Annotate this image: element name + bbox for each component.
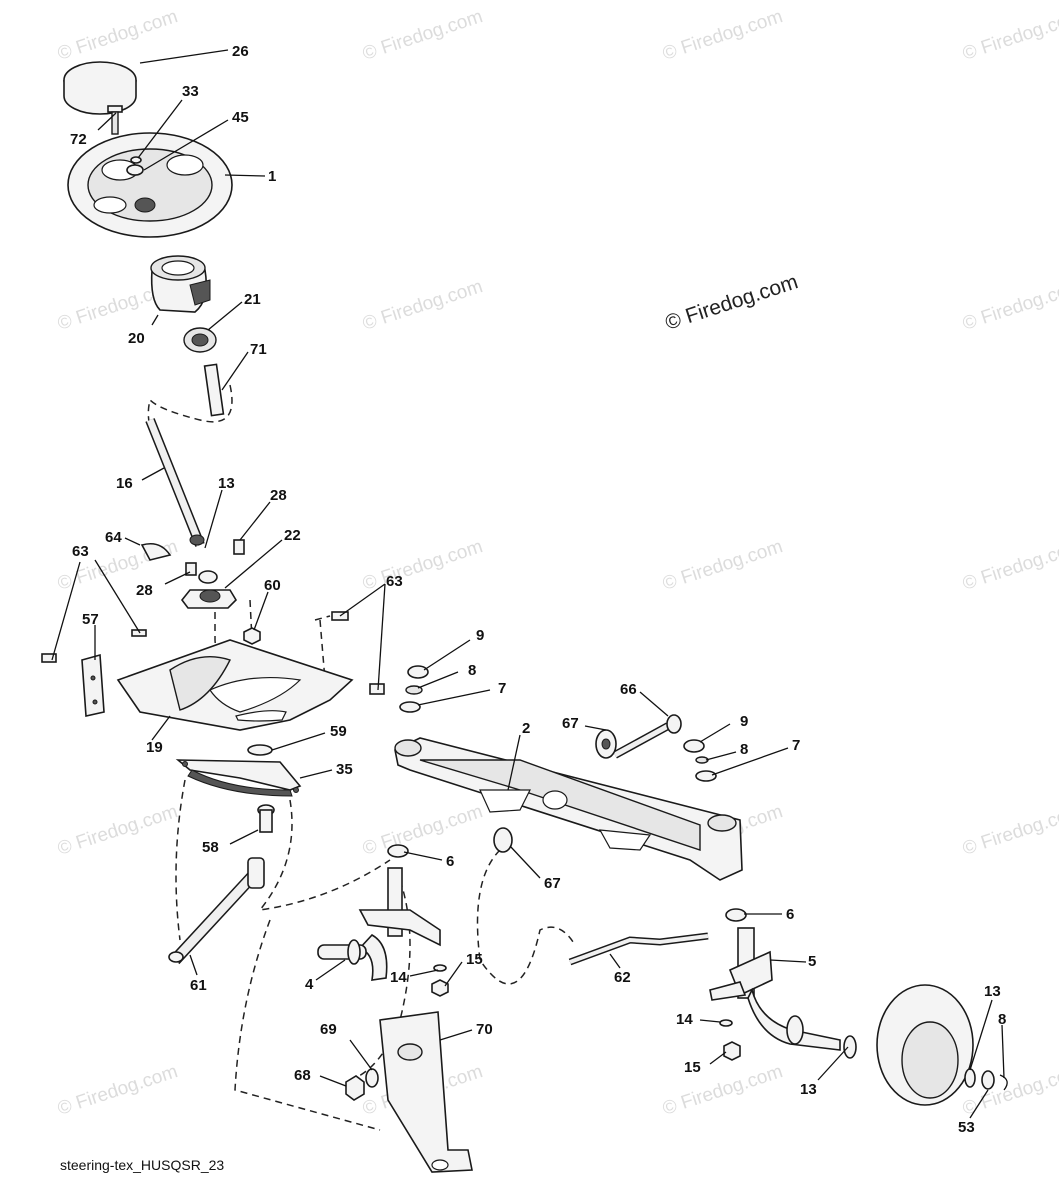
part-label: 21 <box>244 291 261 308</box>
part-label: 9 <box>740 713 748 730</box>
part-label: 62 <box>614 969 631 986</box>
diagram-caption: steering-tex_HUSQSR_23 <box>60 1157 224 1173</box>
part-label: 61 <box>190 977 207 994</box>
part-label: 28 <box>270 487 287 504</box>
left-spindle <box>317 867 441 981</box>
part-label: 8 <box>468 662 476 679</box>
watermark: © Firedog.com <box>660 1061 785 1120</box>
part-label: 28 <box>136 582 153 599</box>
part-label: 19 <box>146 739 163 756</box>
part-label: 35 <box>336 761 353 778</box>
hex-nut <box>243 627 261 645</box>
watermark: © Firedog.com <box>960 801 1059 860</box>
skid-plate <box>379 1011 473 1173</box>
part-label: 63 <box>386 573 403 590</box>
skid-bolt <box>345 1068 379 1101</box>
part-label: 69 <box>320 1021 337 1038</box>
part-label: 14 <box>676 1011 693 1028</box>
part-label: 59 <box>330 723 347 740</box>
steering-shaft <box>145 418 205 547</box>
steering-cap <box>63 61 137 115</box>
leader-lines <box>51 49 1005 1119</box>
part-label: 64 <box>105 529 122 546</box>
watermark-main: © Firedog.com <box>662 270 800 335</box>
wheel-nut <box>126 156 144 176</box>
part-label: 7 <box>792 737 800 754</box>
mounting-bracket <box>81 653 105 717</box>
part-label: 26 <box>232 43 249 60</box>
part-label: 8 <box>740 741 748 758</box>
watermark: © Firedog.com <box>960 276 1059 335</box>
part-label: 67 <box>562 715 579 732</box>
sector-gear <box>175 759 302 797</box>
watermark: © Firedog.com <box>960 6 1059 65</box>
part-label: 66 <box>620 681 637 698</box>
part-label: 6 <box>446 853 454 870</box>
bearing-flange <box>180 570 238 609</box>
watermark: © Firedog.com <box>360 801 485 860</box>
spring-clip <box>140 542 172 561</box>
cap-bolt <box>107 105 123 135</box>
assembly-dashed-lines <box>147 384 576 1131</box>
steering-column-housing <box>150 255 211 313</box>
pivot-spacer <box>493 729 617 853</box>
watermark: © Firedog.com <box>360 6 485 65</box>
part-label: 58 <box>202 839 219 856</box>
part-label: 5 <box>808 953 816 970</box>
part-label: 1 <box>268 168 276 185</box>
watermark: © Firedog.com <box>55 1061 180 1120</box>
flat-washer <box>247 744 273 756</box>
part-label: 6 <box>786 906 794 923</box>
part-label: 53 <box>958 1119 975 1136</box>
tie-rod <box>568 932 709 966</box>
part-label: 13 <box>800 1081 817 1098</box>
pinion-gear <box>183 327 217 353</box>
part-label: 63 <box>72 543 89 560</box>
part-label: 16 <box>116 475 133 492</box>
part-label: 9 <box>476 627 484 644</box>
part-label: 13 <box>984 983 1001 1000</box>
shoulder-bolt <box>257 804 275 833</box>
front-axle <box>394 737 743 881</box>
spindle-fasteners <box>431 964 741 1061</box>
part-label: 33 <box>182 83 199 100</box>
steering-support-plate <box>116 639 354 731</box>
part-label: 60 <box>264 577 281 594</box>
part-label: 8 <box>998 1011 1006 1028</box>
steering-pin <box>203 363 225 417</box>
watermark: © Firedog.com <box>660 536 785 595</box>
watermark: © Firedog.com <box>960 536 1059 595</box>
part-label: 4 <box>305 976 314 993</box>
pivot-bolt <box>613 714 682 759</box>
part-label: 13 <box>218 475 235 492</box>
part-label: 70 <box>476 1021 493 1038</box>
part-labels: 26 33 72 45 1 21 20 71 16 13 28 64 22 63… <box>70 43 1006 1136</box>
watermark: © Firedog.com <box>360 276 485 335</box>
bushing <box>387 844 747 922</box>
front-wheel <box>843 984 1008 1106</box>
part-label: 68 <box>294 1067 311 1084</box>
right-spindle <box>709 927 841 1051</box>
bolt <box>185 539 245 576</box>
part-label: 7 <box>498 680 506 697</box>
part-label: 15 <box>684 1059 701 1076</box>
watermark: © Firedog.com <box>360 536 485 595</box>
part-label: 72 <box>70 131 87 148</box>
part-label: 45 <box>232 109 249 126</box>
part-label: 57 <box>82 611 99 628</box>
watermark: © Firedog.com <box>55 801 180 860</box>
part-label: 67 <box>544 875 561 892</box>
part-label: 71 <box>250 341 267 358</box>
part-label: 20 <box>128 330 145 347</box>
part-label: 22 <box>284 527 301 544</box>
part-label: 14 <box>390 969 407 986</box>
part-label: 15 <box>466 951 483 968</box>
spindle-cap-stack <box>399 665 717 782</box>
drag-link <box>168 857 265 965</box>
part-label: 2 <box>522 720 530 737</box>
watermark: © Firedog.com <box>55 6 180 65</box>
steering-wheel <box>67 132 233 238</box>
watermark: © Firedog.com <box>660 6 785 65</box>
